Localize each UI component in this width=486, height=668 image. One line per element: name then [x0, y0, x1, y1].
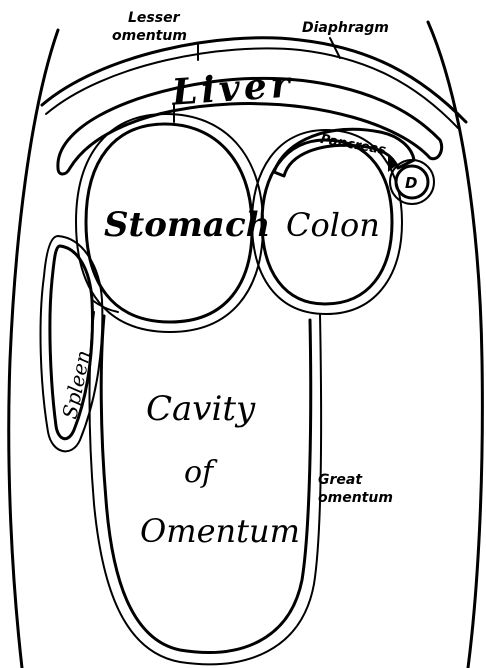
- body-wall-right: [428, 22, 482, 668]
- label-duodenum: D: [405, 174, 417, 192]
- label-cavity-line1: Cavity: [146, 389, 256, 429]
- label-diaphragm: Diaphragm: [302, 20, 389, 36]
- label-cavity-line2: of: [184, 455, 218, 490]
- label-lesser-omentum-line1: Lesser: [128, 10, 181, 26]
- label-colon: Colon: [286, 206, 380, 244]
- label-cavity-line3: Omentum: [140, 512, 300, 550]
- label-great-omentum-line2: omentum: [318, 490, 393, 506]
- label-great-omentum-line1: Great: [318, 472, 363, 488]
- label-pancreas: Pancreas: [319, 132, 387, 158]
- label-liver: Liver: [170, 63, 295, 113]
- label-stomach: Stomach: [104, 205, 270, 245]
- label-lesser-omentum-line2: omentum: [112, 28, 187, 44]
